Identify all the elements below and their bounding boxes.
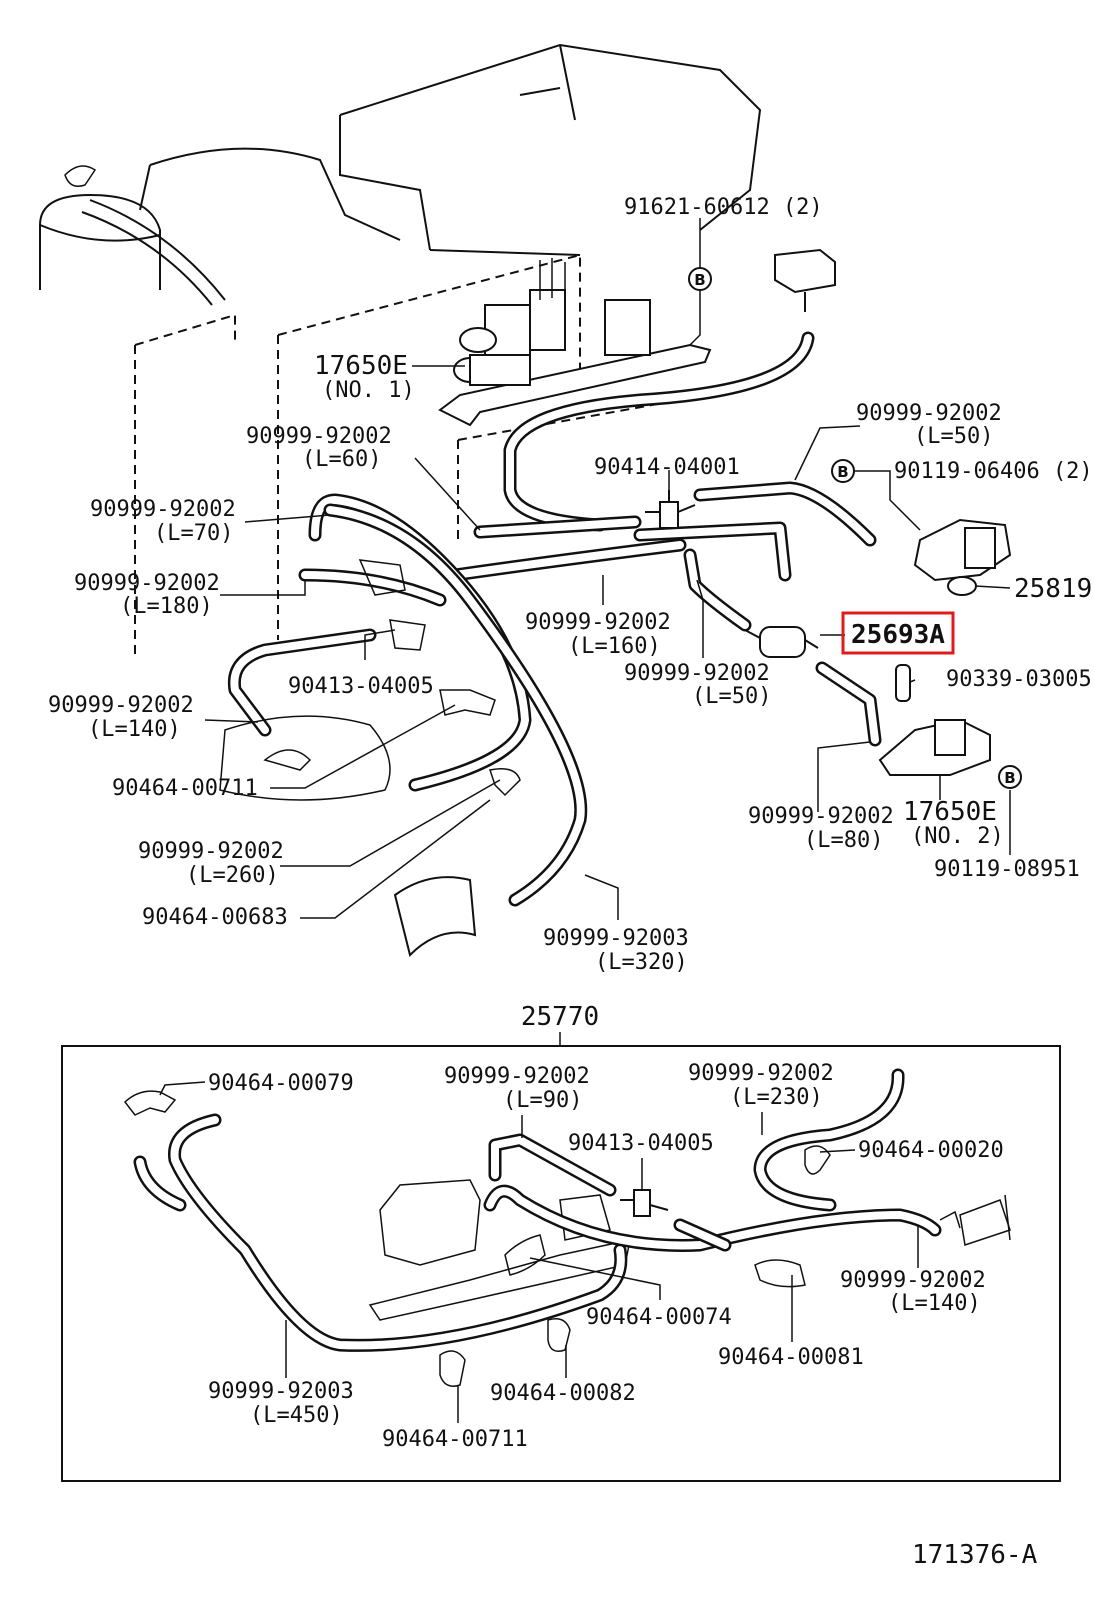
assembly-25770: 25770 [61,1002,1061,1482]
label-hose-l140b: 90999-92002 [840,1268,986,1293]
diagram-id: 171376-A [912,1540,1038,1570]
label-90464-00711-lower: 90464-00711 [382,1427,528,1452]
label-90464-00079: 90464-00079 [208,1071,354,1096]
label-17650e-no2: 17650E [903,797,997,827]
label-90464-00074: 90464-00074 [586,1305,732,1330]
bolt-marker-3: B [998,765,1022,789]
label-90464-00082: 90464-00082 [490,1381,636,1406]
label-hose-l260-sub: (L=260) [186,863,279,888]
label-90119-06406: 90119-06406 (2) [894,459,1093,484]
bolt-marker-1: B [688,267,712,291]
label-hose-l50b: 90999-92002 [624,661,770,686]
label-hose-l60: 90999-92002 [246,424,392,449]
label-91621-60612: 91621-60612 (2) [624,195,823,220]
engine-outline [39,43,762,660]
label-17650e-no1-sub: (NO. 1) [322,378,415,403]
upper-fittings [219,490,1012,957]
lower-hoses [133,1068,942,1352]
label-hose-l140b-sub: (L=140) [888,1291,981,1316]
lower-labels: 90464-00079 90999-92002 (L=90) 90999-920… [208,1061,1004,1452]
label-hose-l320-sub: (L=320) [595,950,688,975]
label-hose-l50b-sub: (L=50) [692,684,771,709]
label-90464-00711-upper: 90464-00711 [112,776,258,801]
label-90119-08951: 90119-08951 [934,857,1080,882]
label-hose-l90-sub: (L=90) [503,1088,582,1113]
label-hose-l450: 90999-92003 [208,1379,354,1404]
label-hose-l160-sub: (L=160) [568,634,661,659]
label-hose-l320: 90999-92003 [543,926,689,951]
label-hose-l260: 90999-92002 [138,839,284,864]
label-hose-l160: 90999-92002 [525,610,671,635]
label-hose-l230-sub: (L=230) [730,1085,823,1110]
label-hose-l90: 90999-92002 [444,1064,590,1089]
label-90464-00683: 90464-00683 [142,905,288,930]
svg-text:B: B [837,463,848,481]
highlight-box-25693a [841,611,955,655]
lower-leader-lines [159,1081,919,1423]
label-90464-00020: 90464-00020 [858,1138,1004,1163]
svg-text:B: B [1004,769,1015,787]
label-hose-l450-sub: (L=450) [250,1403,343,1428]
bolt-marker-2: B [831,459,855,483]
label-hose-l50a-sub: (L=50) [914,424,993,449]
upper-hoses [227,331,882,907]
label-hose-l140a: 90999-92002 [48,693,194,718]
label-90414-04001: 90414-04001 [594,455,740,480]
label-hose-l180: 90999-92002 [74,571,220,596]
upper-leader-lines [204,218,1011,920]
svg-text:B: B [694,271,705,289]
upper-labels: 91621-60612 (2) 17650E (NO. 1) 90999-920… [48,195,1093,975]
label-hose-l230: 90999-92002 [688,1061,834,1086]
assembly-frame [61,1045,1061,1482]
label-90339-03005: 90339-03005 [946,667,1092,692]
label-90464-00081: 90464-00081 [718,1345,864,1370]
label-hose-l80: 90999-92002 [748,804,894,829]
label-25819: 25819 [1014,574,1092,604]
label-hose-l70-sub: (L=70) [154,521,233,546]
label-17650e-no1: 17650E [314,351,408,381]
fuel-filter-25693a-illustration [759,626,806,658]
label-hose-l70: 90999-92002 [90,497,236,522]
label-hose-l80-sub: (L=80) [804,828,883,853]
label-25693a[interactable]: 25693A [851,620,945,650]
label-assembly-25770: 25770 [521,1002,599,1032]
label-90413-04005-upper: 90413-04005 [288,674,434,699]
vsv-no1-illustration [438,248,836,427]
label-hose-l180-sub: (L=180) [120,594,213,619]
lower-clips [123,1090,961,1387]
label-17650e-no2-sub: (NO. 2) [911,824,1004,849]
label-90413-04005-lower: 90413-04005 [568,1131,714,1156]
label-hose-l140a-sub: (L=140) [88,717,181,742]
label-hose-l50a: 90999-92002 [856,401,1002,426]
label-hose-l60-sub: (L=60) [302,447,381,472]
